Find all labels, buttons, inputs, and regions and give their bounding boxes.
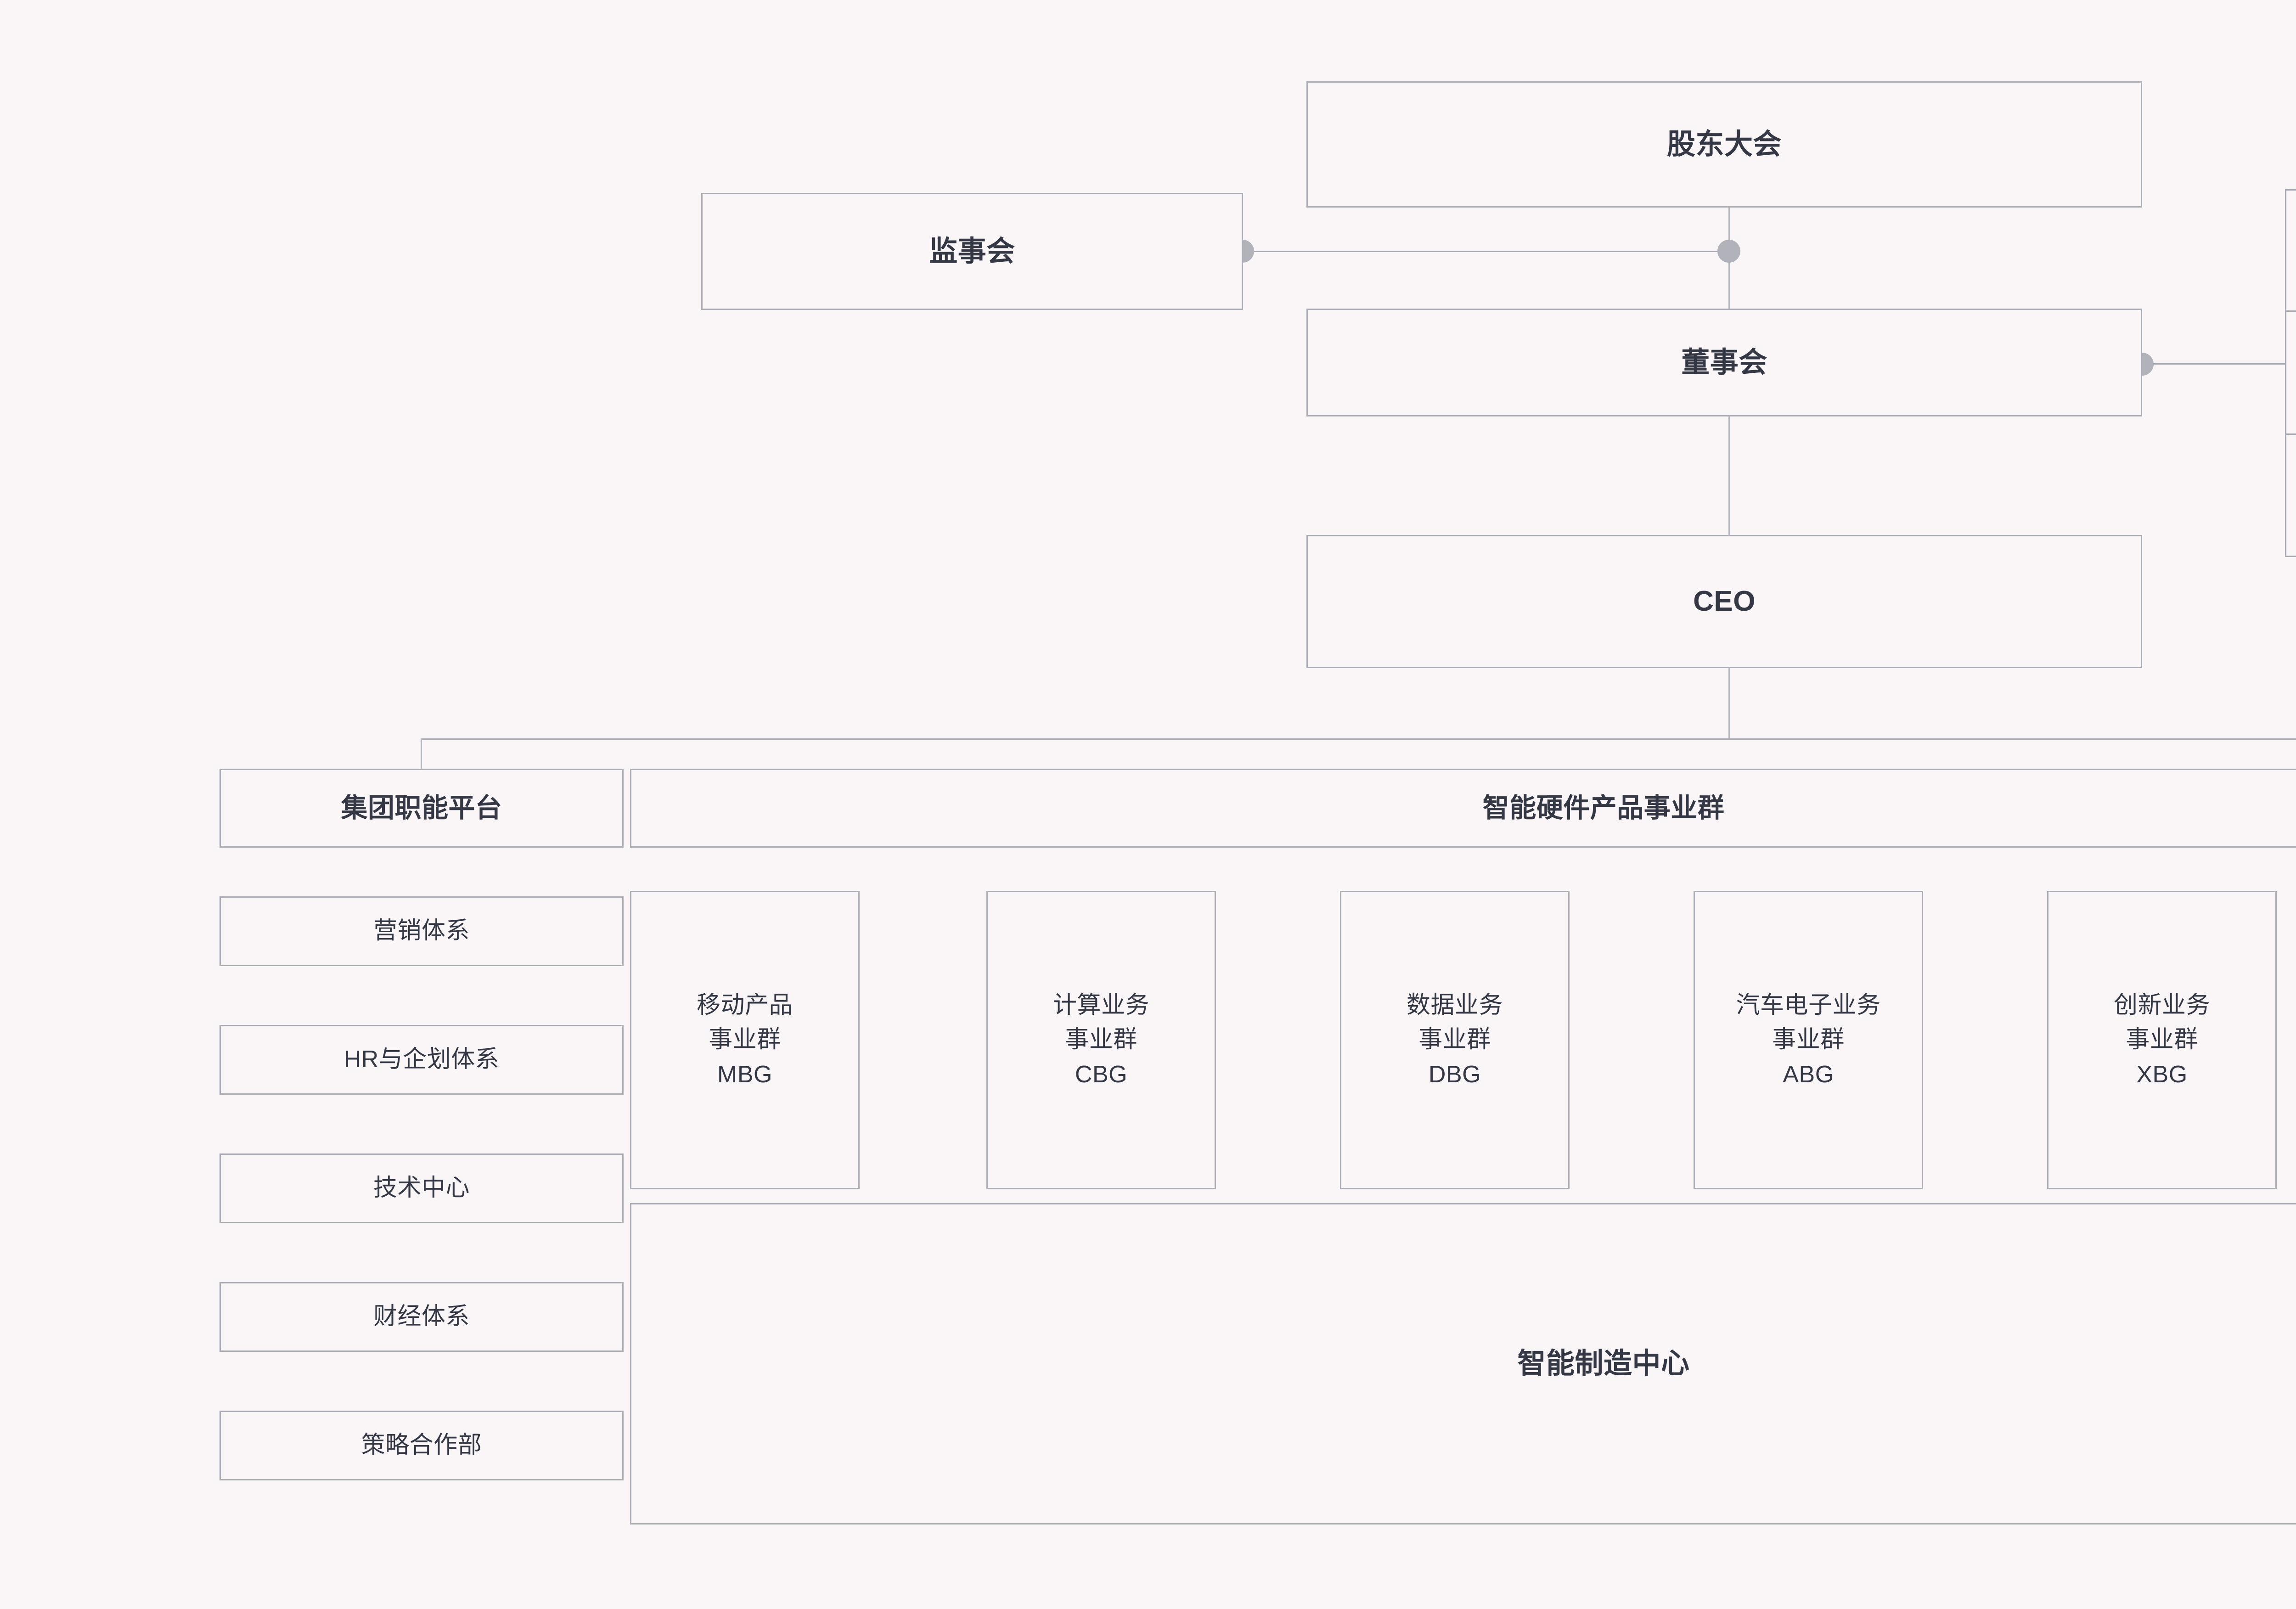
manufacturing-center-label: 智能制造中心	[1517, 1348, 1690, 1380]
sidebar-item-marketing[interactable]: 营销体系	[219, 896, 624, 966]
hardware-group-header-label: 智能硬件产品事业群	[1482, 793, 1725, 823]
node-shareholders-meeting-label: 股东大会	[1666, 128, 1782, 160]
node-business-unit-dbg[interactable]: 数据业务 事业群 DBG	[1340, 891, 1570, 1189]
connector-bus-drop-left	[421, 738, 422, 770]
connector-committee-branch-3	[2285, 433, 2296, 435]
functional-item-label: 技术中心	[373, 1175, 470, 1202]
node-shareholders-meeting[interactable]: 股东大会	[1306, 81, 2142, 208]
business-unit-name: 移动产品	[696, 991, 793, 1018]
business-unit-sub: 事业群	[1772, 1026, 1845, 1053]
business-unit-name: 创新业务	[2113, 991, 2210, 1018]
business-unit-code: XBG	[2136, 1061, 2188, 1088]
node-business-unit-xbg[interactable]: 创新业务 事业群 XBG	[2047, 891, 2277, 1189]
business-unit-name: 汽车电子业务	[1736, 991, 1881, 1018]
node-hardware-group-header[interactable]: 智能硬件产品事业群	[630, 769, 2296, 848]
connector-ceo-down	[1728, 666, 1730, 739]
connector-supervisory-link	[1242, 251, 1729, 252]
functional-item-label: 策略合作部	[361, 1432, 482, 1459]
functional-item-label: 营销体系	[373, 917, 470, 945]
sidebar-item-strategic-cooperation[interactable]: 策略合作部	[219, 1411, 624, 1480]
connector-board-to-committee-bus	[2153, 363, 2286, 365]
business-unit-code: CBG	[1075, 1061, 1128, 1088]
sidebar-item-hr-planning[interactable]: HR与企划体系	[219, 1025, 624, 1095]
node-ceo-label: CEO	[1693, 585, 1756, 618]
sidebar-item-tech-center[interactable]: 技术中心	[219, 1153, 624, 1223]
connector-committee-vertical-bus	[2285, 189, 2286, 557]
node-functional-platform-header[interactable]: 集团职能平台	[219, 769, 624, 848]
node-ceo[interactable]: CEO	[1306, 535, 2142, 668]
node-supervisory-board-label: 监事会	[929, 235, 1015, 267]
sidebar-item-finance[interactable]: 财经体系	[219, 1282, 624, 1352]
business-unit-code: ABG	[1783, 1061, 1834, 1088]
business-unit-name: 计算业务	[1052, 991, 1149, 1018]
node-manufacturing-center[interactable]: 智能制造中心	[630, 1203, 2296, 1525]
functional-item-label: 财经体系	[373, 1303, 470, 1330]
functional-item-label: HR与企划体系	[343, 1046, 500, 1073]
business-unit-sub: 事业群	[1065, 1026, 1137, 1053]
business-unit-sub: 事业群	[709, 1026, 781, 1053]
business-unit-code: DBG	[1428, 1061, 1481, 1088]
node-business-unit-cbg[interactable]: 计算业务 事业群 CBG	[986, 891, 1216, 1189]
connector-committee-branch-1	[2285, 189, 2296, 191]
connector-committee-branch-2	[2285, 310, 2296, 312]
connector-division-bus	[421, 738, 2296, 740]
business-unit-code: MBG	[717, 1061, 772, 1088]
node-business-unit-abg[interactable]: 汽车电子业务 事业群 ABG	[1694, 891, 1923, 1189]
business-unit-name: 数据业务	[1406, 991, 1503, 1018]
node-board-of-directors[interactable]: 董事会	[1306, 309, 2142, 416]
node-business-unit-mbg[interactable]: 移动产品 事业群 MBG	[630, 891, 860, 1189]
business-unit-sub: 事业群	[1418, 1026, 1491, 1053]
business-unit-sub: 事业群	[2126, 1026, 2198, 1053]
connector-committee-branch-4	[2285, 556, 2296, 557]
functional-platform-header-label: 集团职能平台	[341, 793, 502, 823]
node-board-of-directors-label: 董事会	[1681, 346, 1767, 378]
connector-dot-trunk	[1717, 240, 1740, 263]
node-supervisory-board[interactable]: 监事会	[701, 193, 1243, 310]
connector-board-to-ceo	[1728, 416, 1730, 538]
